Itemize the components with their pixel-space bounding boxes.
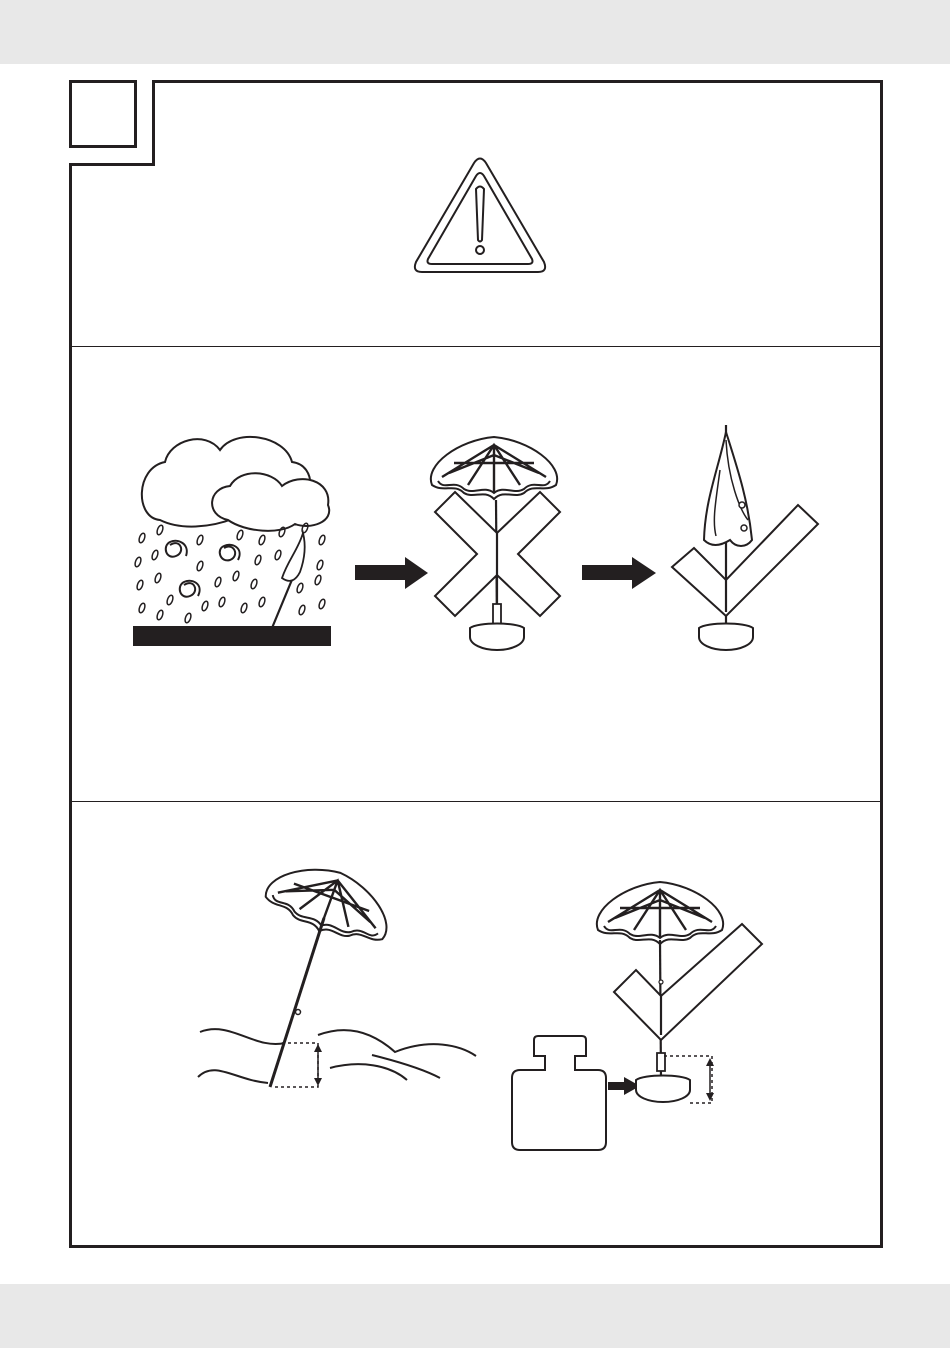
beach-umbrella-in-sand-icon <box>198 851 476 1087</box>
depth-arrow-icon <box>314 1044 322 1086</box>
arrow-right-icon <box>355 557 428 589</box>
check-mark-icon <box>614 924 762 1040</box>
warning-triangle-icon <box>415 159 545 273</box>
ground-bar <box>133 626 331 646</box>
illustrations <box>0 64 950 1284</box>
manual-page <box>0 64 950 1284</box>
storm-icon <box>133 437 331 646</box>
weight-icon <box>512 1036 606 1150</box>
cross-mark-icon <box>435 492 560 616</box>
arrow-right-icon <box>582 557 656 589</box>
